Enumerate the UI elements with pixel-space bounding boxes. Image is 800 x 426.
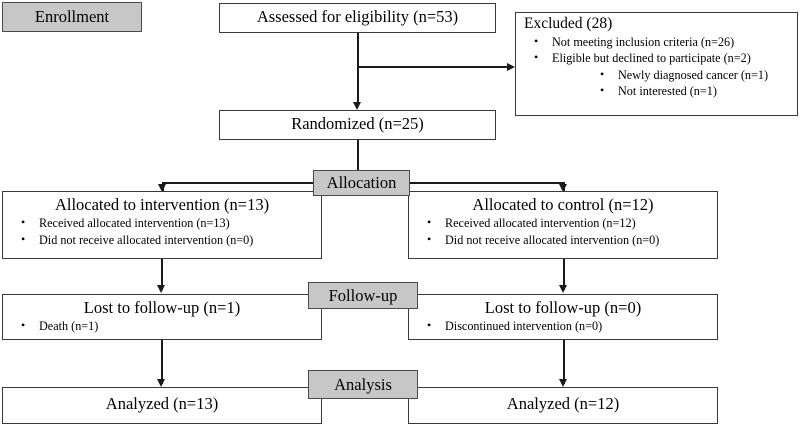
connector-randomized-down	[357, 140, 359, 183]
box-lost-to-followup-control: Lost to follow-up (n=0) Discontinued int…	[408, 294, 718, 340]
box-excluded-bullet-2: Eligible but declined to participate (n=…	[552, 51, 751, 66]
arrowhead-excluded	[507, 62, 515, 71]
box-excluded-sub-list: Newly diagnosed cancer (n=1) Not interes…	[552, 66, 797, 100]
stage-label-allocation: Allocation	[313, 170, 410, 196]
list-item: Not interested (n=1)	[596, 82, 797, 99]
box-allocated-intervention-bullets: Received allocated intervention (n=13) D…	[3, 214, 321, 248]
box-allocated-control-bullet-2: Did not receive allocated intervention (…	[445, 232, 660, 247]
connector-assessed-to-randomized	[357, 33, 359, 103]
list-item: Did not receive allocated intervention (…	[13, 231, 321, 248]
list-item: Discontinued intervention (n=0)	[419, 317, 717, 334]
box-allocated-intervention-bullet-1: Received allocated intervention (n=13)	[39, 216, 230, 231]
box-followup-intervention-bullets: Death (n=1)	[3, 317, 321, 334]
box-allocated-control-title: Allocated to control (n=12)	[472, 195, 654, 214]
box-analyzed-control: Analyzed (n=12)	[408, 387, 718, 424]
box-followup-control-bullet-1: Discontinued intervention (n=0)	[445, 319, 603, 334]
box-excluded-bullet-list: Not meeting inclusion criteria (n=26) El…	[516, 33, 797, 100]
list-item: Death (n=1)	[13, 317, 321, 334]
list-item: Eligible but declined to participate (n=…	[526, 49, 797, 100]
box-assessed-title: Assessed for eligibility (n=53)	[256, 7, 459, 26]
box-randomized-title: Randomized (n=25)	[291, 114, 424, 133]
arrowhead-allocated-control	[558, 184, 567, 192]
arrowhead-analysis-intervention	[156, 379, 165, 387]
box-assessed-for-eligibility: Assessed for eligibility (n=53)	[219, 3, 496, 33]
arrowhead-followup-control	[558, 285, 567, 293]
list-item: Received allocated intervention (n=13)	[13, 214, 321, 231]
box-excluded-bullet-1: Not meeting inclusion criteria (n=26)	[552, 35, 735, 49]
stage-label-followup: Follow-up	[308, 282, 418, 309]
box-allocated-intervention-title: Allocated to intervention (n=13)	[54, 195, 270, 214]
connector-to-excluded	[357, 66, 509, 68]
box-excluded: Excluded (28) Not meeting inclusion crit…	[515, 12, 798, 116]
connector-followup-control-to-analysis	[563, 340, 565, 384]
box-followup-intervention-title: Lost to follow-up (n=1)	[83, 298, 241, 317]
box-excluded-sub-bullet-1: Newly diagnosed cancer (n=1)	[618, 67, 769, 82]
box-allocated-intervention-bullet-2: Did not receive allocated intervention (…	[39, 232, 254, 247]
stage-label-analysis: Analysis	[308, 370, 418, 399]
stage-label-followup-text: Follow-up	[328, 285, 398, 305]
arrowhead-analysis-control	[558, 379, 567, 387]
box-allocated-control-bullet-1: Received allocated intervention (n=12)	[445, 216, 636, 231]
list-item: Not meeting inclusion criteria (n=26)	[526, 33, 797, 50]
arrowhead-allocated-intervention	[157, 184, 166, 192]
connector-followup-intervention-to-analysis	[161, 340, 163, 384]
box-analyzed-control-title: Analyzed (n=12)	[506, 394, 620, 413]
arrowhead-followup-intervention	[156, 285, 165, 293]
box-analyzed-intervention: Analyzed (n=13)	[2, 387, 322, 424]
box-excluded-sub-bullet-2: Not interested (n=1)	[618, 84, 717, 99]
box-followup-control-title: Lost to follow-up (n=0)	[484, 298, 642, 317]
list-item: Did not receive allocated intervention (…	[419, 231, 717, 248]
box-followup-control-bullets: Discontinued intervention (n=0)	[409, 317, 717, 334]
stage-label-analysis-text: Analysis	[334, 374, 392, 394]
box-allocated-control-bullets: Received allocated intervention (n=12) D…	[409, 214, 717, 248]
box-randomized: Randomized (n=25)	[219, 110, 496, 140]
list-item: Received allocated intervention (n=12)	[419, 214, 717, 231]
box-followup-intervention-bullet-1: Death (n=1)	[39, 319, 99, 334]
box-allocated-to-control: Allocated to control (n=12) Received all…	[408, 191, 718, 259]
arrowhead-randomized	[352, 102, 361, 110]
list-item: Newly diagnosed cancer (n=1)	[596, 66, 797, 83]
stage-label-allocation-text: Allocation	[326, 173, 397, 192]
stage-label-enrollment-text: Enrollment	[34, 7, 110, 26]
box-lost-to-followup-intervention: Lost to follow-up (n=1) Death (n=1)	[2, 294, 322, 340]
box-allocated-to-intervention: Allocated to intervention (n=13) Receive…	[2, 191, 322, 259]
box-excluded-title: Excluded (28)	[524, 15, 613, 32]
connector-intervention-to-followup	[161, 259, 163, 290]
box-analyzed-intervention-title: Analyzed (n=13)	[105, 394, 219, 413]
connector-control-to-followup	[563, 259, 565, 290]
stage-label-enrollment: Enrollment	[2, 2, 142, 32]
